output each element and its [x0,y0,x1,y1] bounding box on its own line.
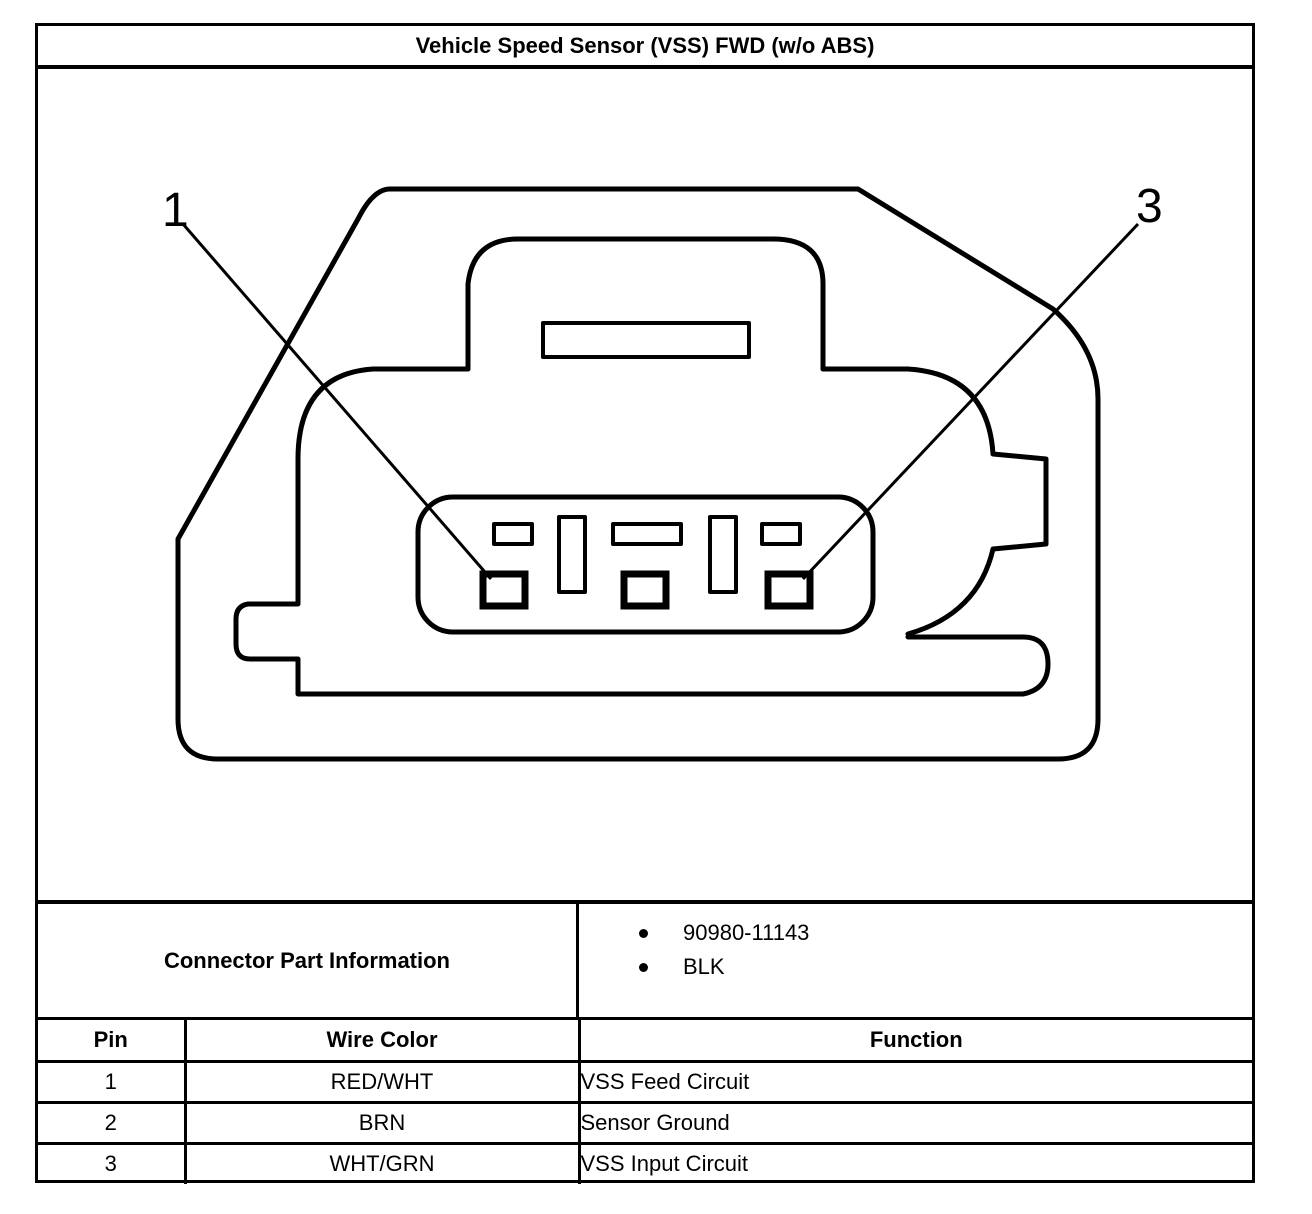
upper-slot-2 [611,522,683,546]
terminal-pin-3 [764,570,814,610]
upper-slot-3 [760,522,802,546]
connector-info-item: BLK [639,950,809,984]
wire-color: RED/WHT [183,1059,581,1104]
connector-color: BLK [683,954,725,979]
inner-hood-right [820,366,1049,637]
center-divider-2 [708,515,738,594]
center-divider-1 [557,515,587,594]
bullet-icon [639,929,648,938]
connector-info-list: 90980-11143 BLK [579,904,1252,1017]
pin-1-leader-line [181,223,493,580]
pin-3-callout: 3 [1136,180,1163,233]
table-row: 1 RED/WHT VSS Feed Circuit [38,1059,1252,1104]
pin-table-header: Pin Wire Color Function [38,1020,1252,1063]
locking-tab [465,236,826,372]
pin-number: 3 [38,1141,187,1184]
wire-color: WHT/GRN [183,1141,581,1184]
header-wire-color: Wire Color [183,1020,581,1063]
diagram-title: Vehicle Speed Sensor (VSS) FWD (w/o ABS) [38,26,1252,69]
pin-function: VSS Input Circuit [577,1141,1252,1184]
connector-info-item: 90980-11143 [639,916,809,950]
pin-table: Pin Wire Color Function 1 RED/WHT VSS Fe… [38,1020,1252,1184]
pin-function: Sensor Ground [577,1100,1252,1145]
table-row: 2 BRN Sensor Ground [38,1100,1252,1145]
part-number: 90980-11143 [683,920,810,945]
pin-function: VSS Feed Circuit [577,1059,1252,1104]
header-function: Function [577,1020,1252,1063]
connector-face-drawing: 1 3 [162,180,1163,762]
terminal-pin-2 [620,570,670,610]
upper-slot-1 [492,522,534,546]
connector-diagram: 1 3 [38,69,1252,903]
wire-color: BRN [183,1100,581,1145]
inner-hood [233,366,1051,697]
table-row: 3 WHT/GRN VSS Input Circuit [38,1141,1252,1184]
terminal-cavity [415,494,876,635]
pin-number: 2 [38,1100,187,1145]
connector-info-label: Connector Part Information [38,904,579,1017]
bullet-icon [639,963,648,972]
connector-outer-shell [175,186,1101,762]
pin-1-callout: 1 [162,184,189,237]
connector-part-info: Connector Part Information 90980-11143 B… [38,900,1252,1020]
pin-3-leader-line [801,222,1140,581]
key-slot [541,321,751,359]
pin-number: 1 [38,1059,187,1104]
connector-sheet: Vehicle Speed Sensor (VSS) FWD (w/o ABS) [35,23,1255,1184]
terminal-pin-1 [479,570,529,610]
header-pin: Pin [38,1020,187,1063]
